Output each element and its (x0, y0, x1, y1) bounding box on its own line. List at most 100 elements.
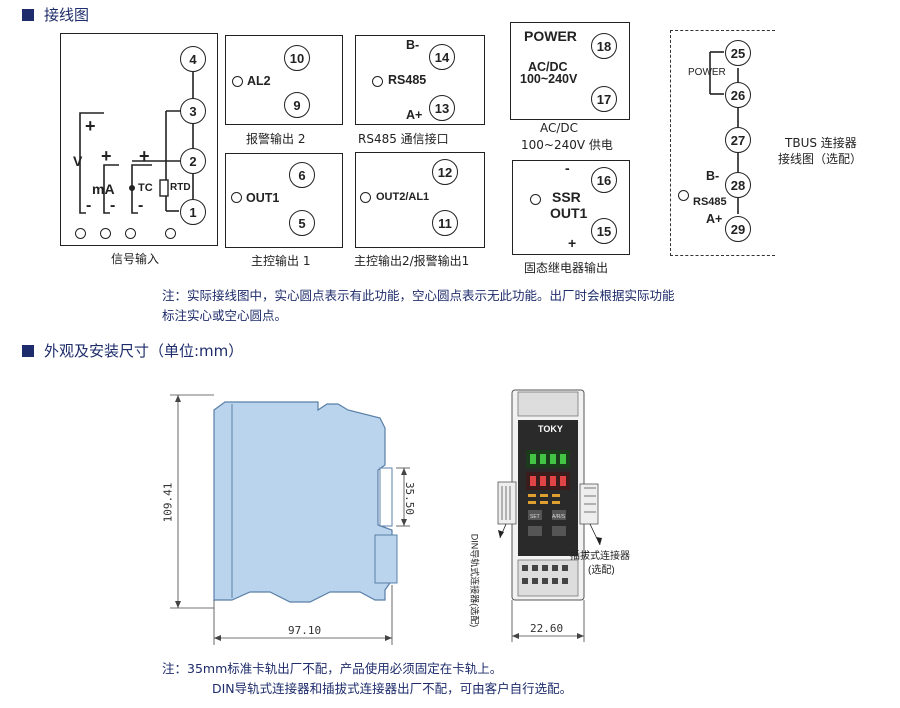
power-title: POWER (524, 28, 577, 44)
tc-label: TC (138, 182, 153, 194)
terminal-2: 2 (180, 148, 206, 174)
rail-clip (374, 534, 398, 584)
terminal-5: 5 (289, 210, 315, 236)
rs485-option-dot (372, 76, 383, 87)
dimensions-heading: 外观及安装尺寸（单位:mm） (22, 340, 243, 361)
option-dot (75, 228, 86, 239)
heading-square-icon (22, 344, 34, 357)
tbus-b-label: B- (706, 169, 720, 183)
option-dot (165, 228, 176, 239)
wiring-note: 注：实际接线图中，实心圆点表示有此功能，空心圆点表示无此功能。出厂时会根据实际功… (162, 286, 675, 326)
wiring-note-line-2: 标注实心或空心圆点。 (162, 308, 288, 323)
terminal-3: 3 (180, 98, 206, 124)
dimensions-heading-text: 外观及安装尺寸（单位:mm） (44, 342, 244, 360)
out1-caption: 主控输出 1 (251, 254, 311, 268)
rs485-caption: RS485 通信接口 (358, 132, 449, 146)
sv-display (526, 472, 570, 490)
terminal-13: 13 (429, 95, 455, 121)
din-connector-label: DIN导轨式连接器(选配) (469, 533, 480, 628)
install-note-line-2: DIN导轨式连接器和插拔式连接器出厂不配，可由客户自行选配。 (212, 681, 573, 696)
set-key-label: SET (530, 514, 540, 520)
out1-label: OUT1 (246, 191, 280, 205)
tbus-caption-1: TBUS 连接器 (785, 136, 857, 150)
power-acdc: AC/DC (528, 60, 568, 74)
terminal-15: 15 (591, 218, 617, 244)
terminal-26: 26 (725, 82, 751, 108)
ssr-label-1: SSR (552, 189, 581, 205)
v-label: V (73, 153, 83, 169)
rs485-a-label: A+ (406, 108, 423, 122)
rtd-resistor (159, 179, 169, 197)
out2-option-dot (360, 192, 371, 203)
ma-label: mA (92, 181, 115, 197)
option-dot (125, 228, 136, 239)
depth-dimension: 97.10 (288, 624, 322, 637)
plug-connector-label-1: 插拔式连接器 (570, 551, 630, 562)
brand-logo: TOKY (538, 424, 563, 434)
terminal-10: 10 (284, 45, 310, 71)
tc-plus: + (139, 146, 150, 166)
rail-slot (379, 467, 393, 527)
tbus-power-label: POWER (688, 67, 726, 78)
pv-display (526, 450, 570, 468)
tbus-option-dot (678, 190, 689, 201)
terminal-1: 1 (180, 199, 206, 225)
power-range: 100~240V (520, 72, 578, 86)
tbus-a-label: A+ (706, 212, 723, 226)
terminal-28: 28 (725, 172, 751, 198)
ssr-label-2: OUT1 (550, 205, 588, 221)
terminal-17: 17 (591, 86, 617, 112)
tc-minus: - (138, 197, 144, 214)
install-note-line-1: 注：35mm标准卡轨出厂不配，产品使用必须固定在卡轨上。 (162, 661, 503, 676)
terminal-4: 4 (180, 46, 206, 72)
rs485-label: RS485 (388, 73, 427, 87)
terminal-16: 16 (591, 167, 617, 193)
out1-option-dot (231, 192, 242, 203)
rs485-b-label: B- (406, 38, 420, 52)
ssr-option-dot (530, 194, 541, 205)
ssr-plus: + (568, 235, 577, 251)
terminal-29: 29 (725, 216, 751, 242)
terminal-11: 11 (432, 210, 458, 236)
ars-key-label: A/R/S (552, 514, 566, 520)
alarm-caption: 报警输出 2 (246, 132, 306, 146)
top-terminal-block (517, 391, 579, 417)
terminal-14: 14 (429, 44, 455, 70)
install-note: 注：35mm标准卡轨出厂不配，产品使用必须固定在卡轨上。 DIN导轨式连接器和插… (162, 659, 572, 699)
width-dimension: 22.60 (530, 622, 564, 635)
heading-square-icon (22, 8, 34, 21)
ssr-caption: 固态继电器输出 (524, 261, 609, 275)
ma-plus: + (101, 146, 112, 166)
power-caption-2: 100~240V 供电 (521, 138, 613, 152)
wiring-heading-text: 接线图 (44, 6, 90, 24)
out2-label: OUT2/AL1 (376, 191, 430, 203)
out2-box (355, 152, 485, 248)
tbus-rs485-label: RS485 (693, 196, 727, 208)
terminal-6: 6 (289, 162, 315, 188)
wiring-heading: 接线图 (22, 4, 89, 25)
plug-connector-label-2: (选配) (588, 565, 615, 576)
tc-dot (129, 185, 135, 191)
terminal-25: 25 (725, 40, 751, 66)
terminal-18: 18 (591, 33, 617, 59)
alarm-label: AL2 (247, 74, 271, 88)
tbus-caption-2: 接线图（选配） (778, 152, 863, 166)
alarm-option-dot (232, 76, 243, 87)
power-caption-1: AC/DC (540, 121, 579, 135)
option-dot (100, 228, 111, 239)
terminal-12: 12 (432, 159, 458, 185)
v-plus: + (85, 116, 96, 136)
terminal-27: 27 (725, 127, 751, 153)
out2-caption: 主控输出2/报警输出1 (354, 254, 470, 268)
terminal-9: 9 (284, 92, 310, 118)
ssr-minus: - (565, 160, 570, 176)
v-minus: - (86, 197, 92, 214)
rtd-label: RTD (170, 182, 191, 193)
out1-box (225, 153, 343, 248)
tbus-box (670, 30, 775, 256)
ma-minus: - (110, 197, 116, 214)
signal-input-caption: 信号输入 (111, 252, 160, 266)
wiring-note-line-1: 注：实际接线图中，实心圆点表示有此功能，空心圆点表示无此功能。出厂时会根据实际功… (162, 288, 675, 303)
